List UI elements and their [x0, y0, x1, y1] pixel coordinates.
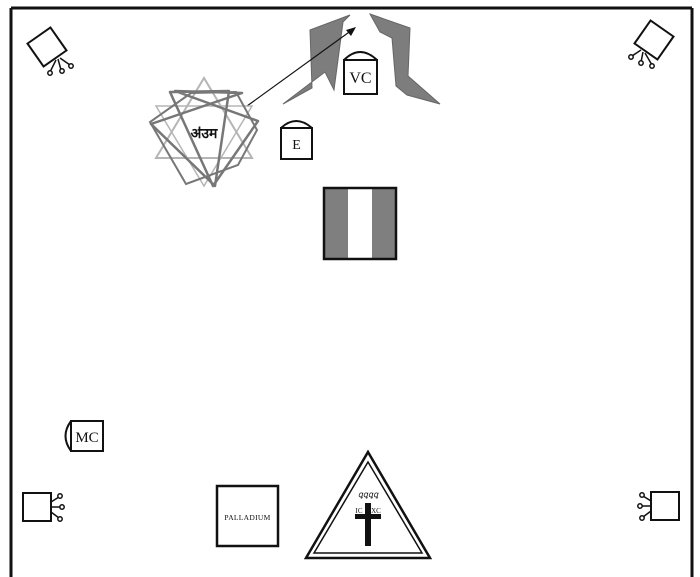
arrow-icon	[246, 27, 356, 107]
corner-bottom-left-icon	[22, 492, 65, 522]
vc-label: VC	[349, 70, 371, 87]
icon-script-label: ꝗꝗꝗꝗ	[358, 490, 379, 499]
xc-label: XC	[371, 507, 381, 515]
e-label: E	[292, 138, 301, 153]
corner-bottom-right-icon	[637, 491, 680, 521]
triangle-shrine: ꝗꝗꝗꝗ IC XC	[303, 449, 433, 560]
corner-top-right-icon	[628, 19, 675, 69]
palladium-box: PALLADIUM	[215, 484, 280, 548]
e-device: E	[280, 120, 313, 160]
nine-point-star-icon: ॳउम	[148, 76, 260, 188]
ic-label: IC	[356, 507, 363, 515]
gate	[282, 13, 441, 105]
aum-label: ॳउम	[191, 126, 218, 142]
flag	[322, 186, 398, 261]
vc-device: VC	[343, 51, 378, 95]
palladium-label: PALLADIUM	[224, 513, 270, 522]
room-frame	[9, 6, 694, 577]
corner-top-left-icon	[26, 26, 74, 76]
mc-label: MC	[75, 430, 98, 446]
mc-device: MC	[64, 420, 104, 452]
cross-icon	[355, 503, 381, 546]
